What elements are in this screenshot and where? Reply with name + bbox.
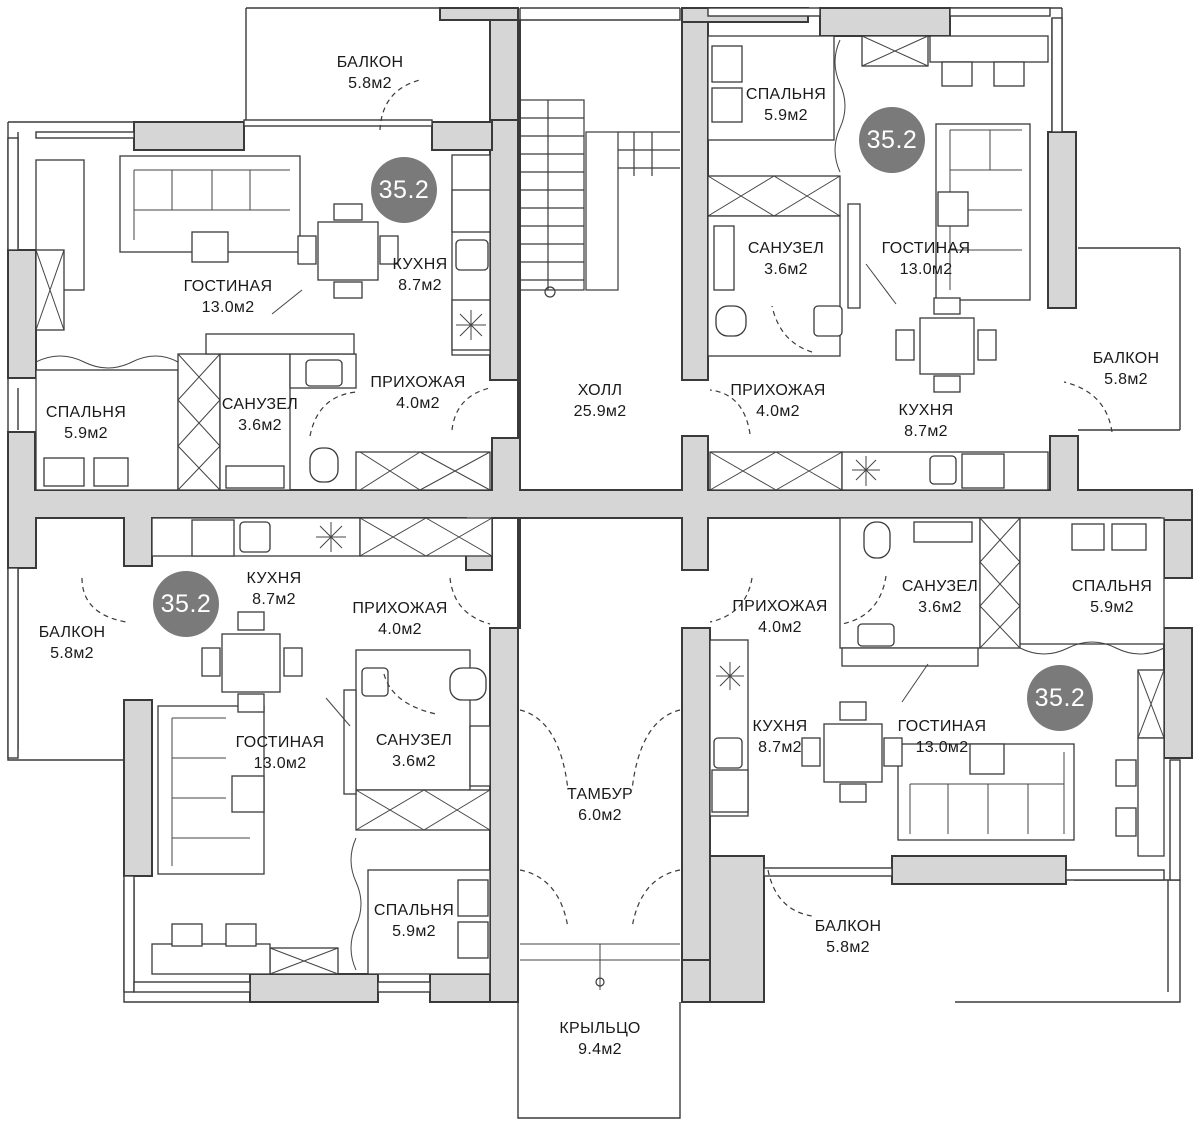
room-area: 4.0м2 xyxy=(758,619,802,636)
apartment-area-badge: 35.2 xyxy=(859,107,925,173)
room-area: 8.7м2 xyxy=(398,277,442,294)
room-label-bedroom: СПАЛЬНЯ 5.9м2 xyxy=(746,84,826,126)
room-name: СПАЛЬНЯ xyxy=(745,86,827,103)
room-name: ПРИХОЖАЯ xyxy=(732,598,828,615)
room-area: 5.9м2 xyxy=(1090,599,1134,616)
room-area: 5.9м2 xyxy=(64,425,108,442)
room-label-bathroom: САНУЗЕЛ 3.6м2 xyxy=(748,238,824,280)
room-name: ПРИХОЖАЯ xyxy=(370,374,466,391)
room-area: 4.0м2 xyxy=(378,621,422,638)
room-label-bathroom: САНУЗЕЛ 3.6м2 xyxy=(222,394,298,436)
room-name: БАЛКОН xyxy=(38,624,106,641)
room-label-balcony: БАЛКОН 5.8м2 xyxy=(1093,348,1160,390)
room-area: 13.0м2 xyxy=(253,755,307,772)
room-label-bathroom: САНУЗЕЛ 3.6м2 xyxy=(376,730,452,772)
room-label-living: ГОСТИНАЯ 13.0м2 xyxy=(898,716,987,758)
doors xyxy=(81,79,1113,990)
apartment-area-badge: 35.2 xyxy=(153,571,219,637)
room-label-porch: КРЫЛЬЦО 9.4м2 xyxy=(559,1018,640,1060)
room-label-balcony: БАЛКОН 5.8м2 xyxy=(337,52,404,94)
room-name: ГОСТИНАЯ xyxy=(881,240,971,257)
room-label-kitchen: КУХНЯ 8.7м2 xyxy=(899,400,954,442)
room-area: 5.9м2 xyxy=(392,923,436,940)
room-label-living: ГОСТИНАЯ 13.0м2 xyxy=(882,238,971,280)
apartment-area-badge: 35.2 xyxy=(1027,665,1093,731)
room-area: 8.7м2 xyxy=(904,423,948,440)
furniture xyxy=(35,45,1147,959)
room-area: 4.0м2 xyxy=(396,395,440,412)
room-name: ГОСТИНАЯ xyxy=(183,278,273,295)
room-label-bedroom: СПАЛЬНЯ 5.9м2 xyxy=(46,402,126,444)
room-area: 5.8м2 xyxy=(348,75,392,92)
room-label-bathroom: САНУЗЕЛ 3.6м2 xyxy=(902,576,978,618)
room-label-balcony: БАЛКОН 5.8м2 xyxy=(39,622,106,664)
room-name: КРЫЛЬЦО xyxy=(559,1020,641,1037)
apartment-area-badge: 35.2 xyxy=(371,157,437,223)
room-label-balcony: БАЛКОН 5.8м2 xyxy=(815,916,882,958)
room-area: 25.9м2 xyxy=(573,403,627,420)
room-area: 9.4м2 xyxy=(578,1041,622,1058)
room-label-kitchen: КУХНЯ 8.7м2 xyxy=(247,568,302,610)
room-area: 8.7м2 xyxy=(758,739,802,756)
room-name: СПАЛЬНЯ xyxy=(373,902,455,919)
room-area: 6.0м2 xyxy=(578,807,622,824)
room-label-vestibule: ТАМБУР 6.0м2 xyxy=(567,784,633,826)
room-label-kitchen: КУХНЯ 8.7м2 xyxy=(393,254,448,296)
room-area: 3.6м2 xyxy=(238,417,282,434)
room-label-living: ГОСТИНАЯ 13.0м2 xyxy=(236,732,325,774)
room-name: ПРИХОЖАЯ xyxy=(730,382,826,399)
room-area: 3.6м2 xyxy=(918,599,962,616)
room-label-hallway: ПРИХОЖАЯ 4.0м2 xyxy=(352,598,447,640)
room-area: 5.8м2 xyxy=(826,939,870,956)
room-area: 13.0м2 xyxy=(899,261,953,278)
room-name: ГОСТИНАЯ xyxy=(897,718,987,735)
room-name: БАЛКОН xyxy=(814,918,882,935)
room-label-kitchen: КУХНЯ 8.7м2 xyxy=(753,716,808,758)
room-name: КУХНЯ xyxy=(898,402,954,419)
room-area: 3.6м2 xyxy=(392,753,436,770)
room-name: КУХНЯ xyxy=(752,718,808,735)
staircase xyxy=(519,99,680,298)
room-name: СПАЛЬНЯ xyxy=(45,404,127,421)
room-name: ПРИХОЖАЯ xyxy=(352,600,448,617)
room-area: 8.7м2 xyxy=(252,591,296,608)
room-area: 4.0м2 xyxy=(756,403,800,420)
room-name: САНУЗЕЛ xyxy=(375,732,453,749)
room-name: САНУЗЕЛ xyxy=(221,396,299,413)
room-name: ХОЛЛ xyxy=(577,382,623,399)
room-label-hallway: ПРИХОЖАЯ 4.0м2 xyxy=(732,596,827,638)
room-name: ГОСТИНАЯ xyxy=(235,734,325,751)
sanitary xyxy=(225,203,973,795)
room-name: САНУЗЕЛ xyxy=(901,578,979,595)
room-area: 5.8м2 xyxy=(1104,371,1148,388)
room-label-bedroom: СПАЛЬНЯ 5.9м2 xyxy=(374,900,454,942)
room-area: 5.9м2 xyxy=(764,107,808,124)
room-label-hallway: ПРИХОЖАЯ 4.0м2 xyxy=(370,372,465,414)
room-label-hall: ХОЛЛ 25.9м2 xyxy=(574,380,627,422)
windows xyxy=(7,7,1181,993)
room-name: БАЛКОН xyxy=(1092,350,1160,367)
room-name: СПАЛЬНЯ xyxy=(1071,578,1153,595)
room-area: 13.0м2 xyxy=(915,739,969,756)
room-name: САНУЗЕЛ xyxy=(747,240,825,257)
room-name: КУХНЯ xyxy=(246,570,302,587)
room-area: 5.8м2 xyxy=(50,645,94,662)
room-label-hallway: ПРИХОЖАЯ 4.0м2 xyxy=(730,380,825,422)
room-name: ТАМБУР xyxy=(566,786,634,803)
room-label-living: ГОСТИНАЯ 13.0м2 xyxy=(184,276,273,318)
room-label-bedroom: СПАЛЬНЯ 5.9м2 xyxy=(1072,576,1152,618)
room-name: БАЛКОН xyxy=(336,54,404,71)
room-name: КУХНЯ xyxy=(392,256,448,273)
room-area: 13.0м2 xyxy=(201,299,255,316)
room-area: 3.6м2 xyxy=(764,261,808,278)
walls xyxy=(7,7,1193,1003)
